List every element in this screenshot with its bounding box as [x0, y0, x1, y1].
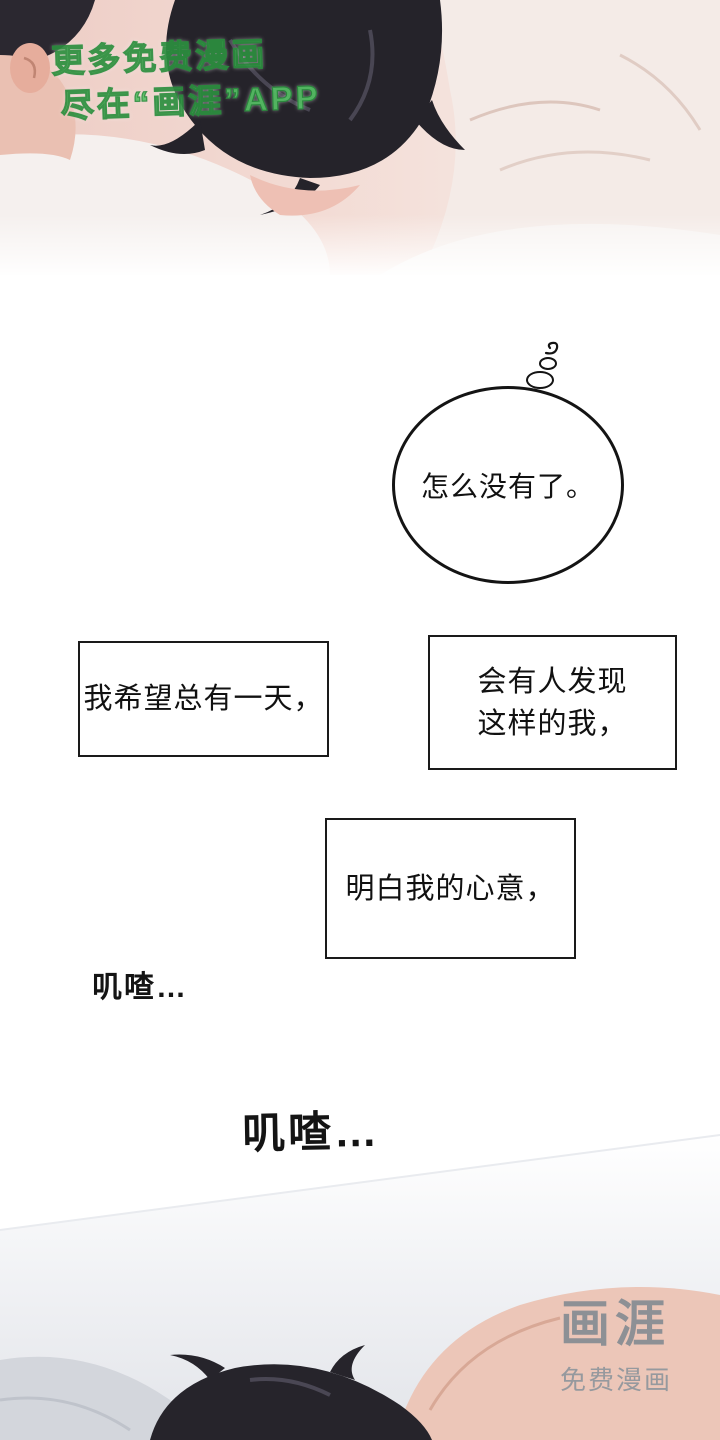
promo-watermark-line2: 尽在“画涯”APP — [60, 78, 322, 125]
brand-watermark: 画涯 免费漫画 — [560, 1296, 672, 1397]
bottom-panel-art — [0, 1134, 720, 1440]
promo-watermark: 更多免费漫画 尽在“画涯”APP — [50, 29, 322, 128]
thought-trail-bubble-large — [526, 371, 554, 389]
brand-tagline: 免费漫画 — [560, 1365, 673, 1395]
speech-box-2: 会有人发现 这样的我， — [428, 635, 677, 770]
thought-bubble-text: 怎么没有了。 — [420, 471, 595, 502]
speech-box-1-text: 我希望总有一天， — [83, 683, 324, 715]
speech-box-3: 明白我的心意， — [325, 818, 576, 959]
thought-trail-curl — [544, 341, 559, 355]
top-panel-illustration — [0, 0, 720, 275]
thought-bubble: 怎么没有了。 — [392, 386, 624, 584]
speech-box-1: 我希望总有一天， — [78, 641, 329, 757]
speech-box-2-line1: 会有人发现 — [477, 665, 628, 698]
speech-box-2-line2: 这样的我， — [477, 707, 628, 740]
bottom-panel-illustration — [0, 1080, 720, 1440]
brand-logo: 画涯 — [560, 1296, 670, 1352]
thought-trail-bubble-small — [539, 357, 557, 370]
sfx-chirp-small: 叽喳… — [92, 971, 188, 1004]
speech-box-3-text: 明白我的心意， — [345, 872, 556, 905]
sfx-chirp-large: 叽喳… — [241, 1107, 381, 1159]
top-panel-art — [0, 0, 720, 275]
